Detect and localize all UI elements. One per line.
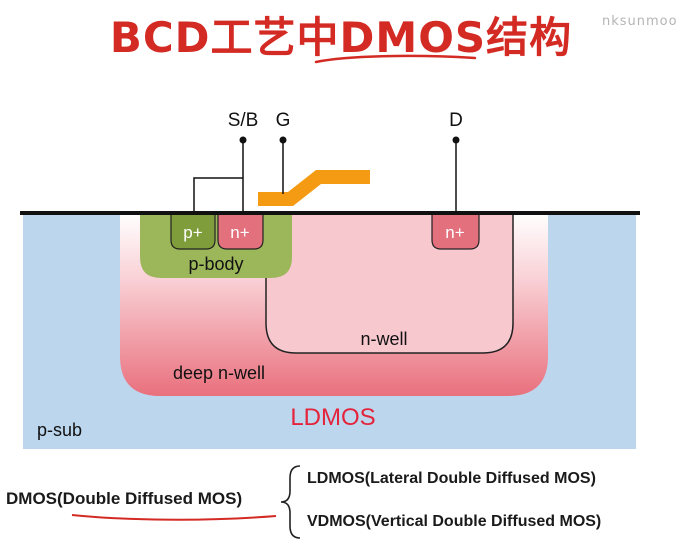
source-body-terminal-dot [239, 136, 247, 144]
watermark: nksunmoo [602, 14, 678, 29]
n-plus-drain-label: n+ [445, 223, 464, 242]
p-plus-region [170, 212, 216, 250]
dmos-suffix: ) [236, 489, 243, 508]
p-body-label: p-body [188, 254, 243, 274]
dmos-underline [71, 514, 277, 521]
dmos-prefix: DMOS( [6, 489, 63, 508]
p-sub-label: p-sub [37, 420, 82, 440]
n-well-label: n-well [360, 329, 407, 349]
page-title: BCD工艺中DMOS结构 [109, 13, 573, 62]
source-body-jumper [193, 177, 243, 213]
device-label-ldmos: LDMOS [290, 404, 375, 431]
dmos-type-vdmos: VDMOS(Vertical Double Diffused MOS) [307, 513, 602, 530]
dmos-definition: DMOS(Double Diffused MOS) [6, 489, 242, 509]
gate-electrode [258, 170, 370, 206]
dmos-type-ldmos: LDMOS(Lateral Double Diffused MOS) [307, 470, 596, 487]
gate-terminal-dot [279, 136, 287, 144]
n-plus-source-label: n+ [230, 223, 249, 242]
deep-n-well-label: deep n-well [173, 363, 265, 383]
p-plus-label: p+ [183, 223, 202, 242]
types-brace [280, 465, 301, 539]
dmos-full-name: Double Diffused MOS [62, 489, 237, 508]
terminal-d-label: D [449, 110, 463, 131]
terminal-g-label: G [276, 110, 291, 131]
terminal-sb-label: S/B [228, 110, 259, 131]
n-plus-drain-region [431, 212, 480, 250]
drain-terminal-dot [452, 136, 460, 144]
n-plus-source-region [217, 212, 264, 250]
